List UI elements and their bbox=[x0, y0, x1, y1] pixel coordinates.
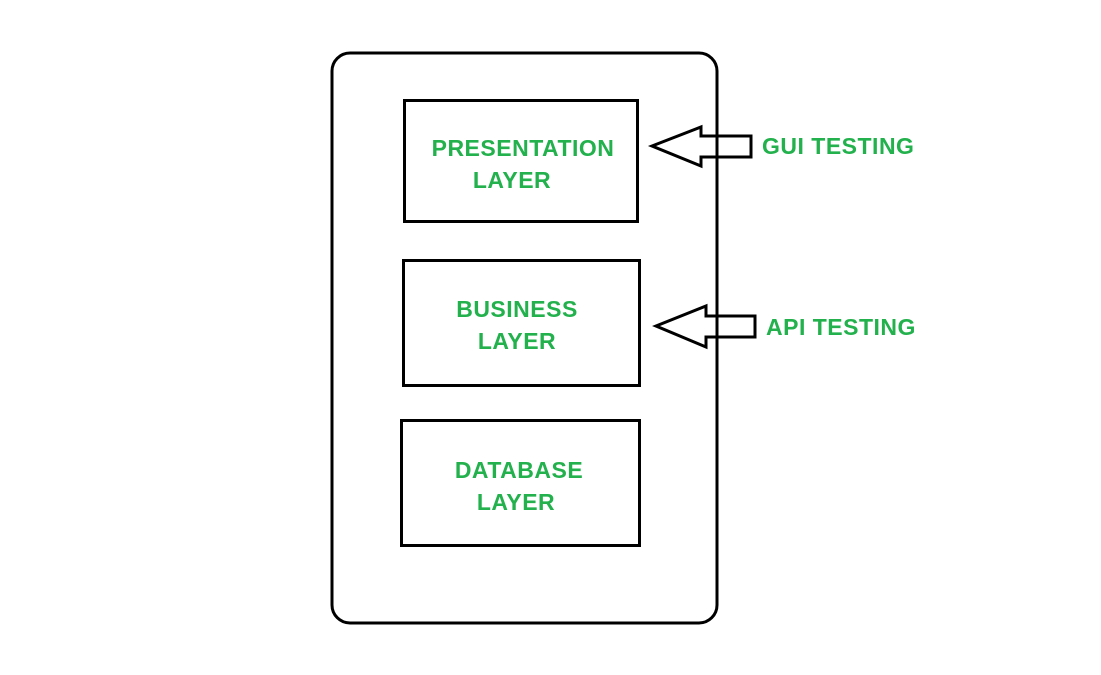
business-layer-frame bbox=[402, 259, 641, 387]
business-layer-label-line1: BUSINESS bbox=[456, 296, 578, 322]
database-layer-frame bbox=[400, 419, 641, 547]
business-layer-label-line2: LAYER bbox=[478, 328, 556, 354]
gui-testing-label: GUI TESTING bbox=[762, 133, 914, 159]
business-layer-box: BUSINESS LAYER bbox=[402, 259, 641, 387]
api-testing-label: API TESTING bbox=[766, 314, 916, 340]
database-layer-label-line1: DATABASE bbox=[455, 457, 583, 483]
presentation-layer-label-line1: PRESENTATION bbox=[432, 135, 615, 161]
database-layer-box: DATABASE LAYER bbox=[400, 419, 641, 547]
presentation-layer-box: PRESENTATION LAYER bbox=[403, 99, 639, 223]
presentation-layer-frame bbox=[403, 99, 639, 223]
database-layer-label-line2: LAYER bbox=[477, 489, 555, 515]
presentation-layer-label-line2: LAYER bbox=[473, 167, 551, 193]
left-arrow-icon bbox=[652, 303, 757, 350]
left-arrow-icon bbox=[647, 124, 753, 169]
